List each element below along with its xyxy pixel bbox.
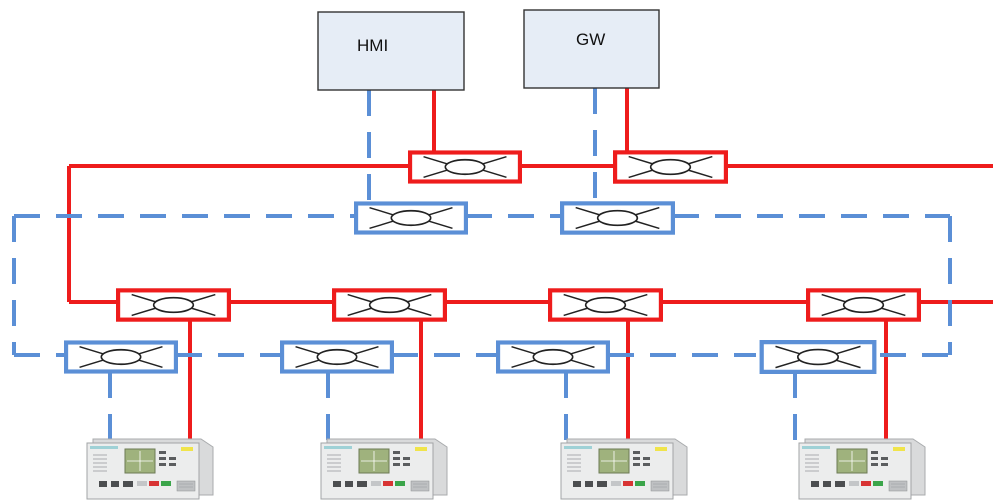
protection-relay-device-icon (86, 438, 214, 500)
gw-label: GW (576, 30, 605, 49)
switch-red-6 (808, 290, 919, 319)
switch-blue-1 (356, 203, 466, 232)
network-switch-icon (282, 342, 392, 371)
hmi-node: HMI (317, 11, 465, 91)
ied-device-4 (798, 438, 926, 500)
network-switch-icon (66, 342, 176, 371)
network-switch-icon (762, 342, 875, 372)
network-switch-icon (808, 290, 919, 319)
protection-relay-device-icon (560, 438, 688, 500)
switch-red-3 (118, 290, 229, 319)
network-switch-icon (118, 290, 229, 319)
switch-red-4 (334, 290, 445, 319)
switch-blue-4 (282, 342, 392, 371)
switch-blue-5 (498, 342, 608, 371)
network-switch-icon (562, 203, 673, 232)
ied-device-1 (86, 438, 214, 500)
network-switch-icon (334, 290, 445, 319)
switch-red-1 (410, 152, 520, 181)
switch-blue-6 (762, 342, 875, 372)
protection-relay-device-icon (320, 438, 448, 500)
ied-device-2 (320, 438, 448, 500)
protection-relay-device-icon (798, 438, 926, 500)
switch-blue-3 (66, 342, 176, 371)
switch-red-5 (550, 290, 661, 319)
hmi-label: HMI (357, 36, 388, 55)
network-switch-icon (356, 203, 466, 232)
network-b-links (12, 88, 952, 440)
ied-device-3 (560, 438, 688, 500)
switch-red-2 (615, 152, 726, 181)
network-switch-icon (498, 342, 608, 371)
network-switch-icon (550, 290, 661, 319)
gw-node: GW (523, 9, 660, 89)
network-switch-icon (615, 152, 726, 181)
switch-blue-2 (562, 203, 673, 232)
network-switch-icon (410, 152, 520, 181)
network-a-links (67, 88, 993, 440)
